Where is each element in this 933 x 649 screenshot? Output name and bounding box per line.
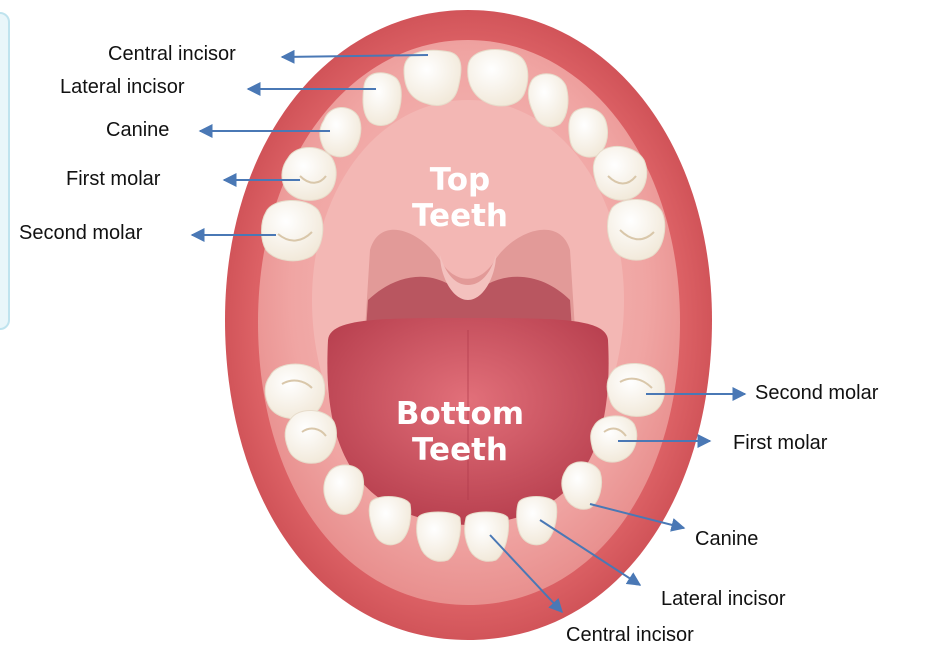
label-upper-central-incisor: Central incisor — [108, 43, 236, 66]
label-upper-canine: Canine — [106, 119, 169, 142]
tooth-upper-first-molar-left — [282, 148, 336, 201]
tooth-upper-second-molar-right — [608, 199, 665, 260]
top-teeth-line2: Teeth — [370, 198, 550, 234]
tooth-upper-first-molar-right — [593, 146, 646, 200]
tooth-lower-first-molar-left — [285, 410, 336, 463]
label-lower-central-incisor: Central incisor — [566, 624, 694, 647]
bottom-teeth-line2: Teeth — [370, 432, 550, 468]
bottom-teeth-line1: Bottom — [370, 396, 550, 432]
tooth-upper-second-molar-left — [262, 200, 323, 260]
tooth-lower-first-molar-right — [591, 416, 637, 462]
tooth-lower-second-molar-right — [607, 363, 664, 416]
label-lower-canine: Canine — [695, 528, 758, 551]
label-lower-lateral-incisor: Lateral incisor — [661, 588, 786, 611]
label-lower-second-molar: Second molar — [755, 382, 878, 405]
bottom-teeth-label: Bottom Teeth — [370, 396, 550, 468]
label-upper-lateral-incisor: Lateral incisor — [60, 76, 185, 99]
label-upper-first-molar: First molar — [66, 168, 160, 191]
label-upper-second-molar: Second molar — [19, 222, 142, 245]
top-teeth-line1: Top — [370, 162, 550, 198]
top-teeth-label: Top Teeth — [370, 162, 550, 234]
label-lower-first-molar: First molar — [733, 432, 827, 455]
tooth-upper-lateral-incisor-left — [363, 73, 401, 126]
tooth-upper-canine-right — [569, 108, 608, 157]
